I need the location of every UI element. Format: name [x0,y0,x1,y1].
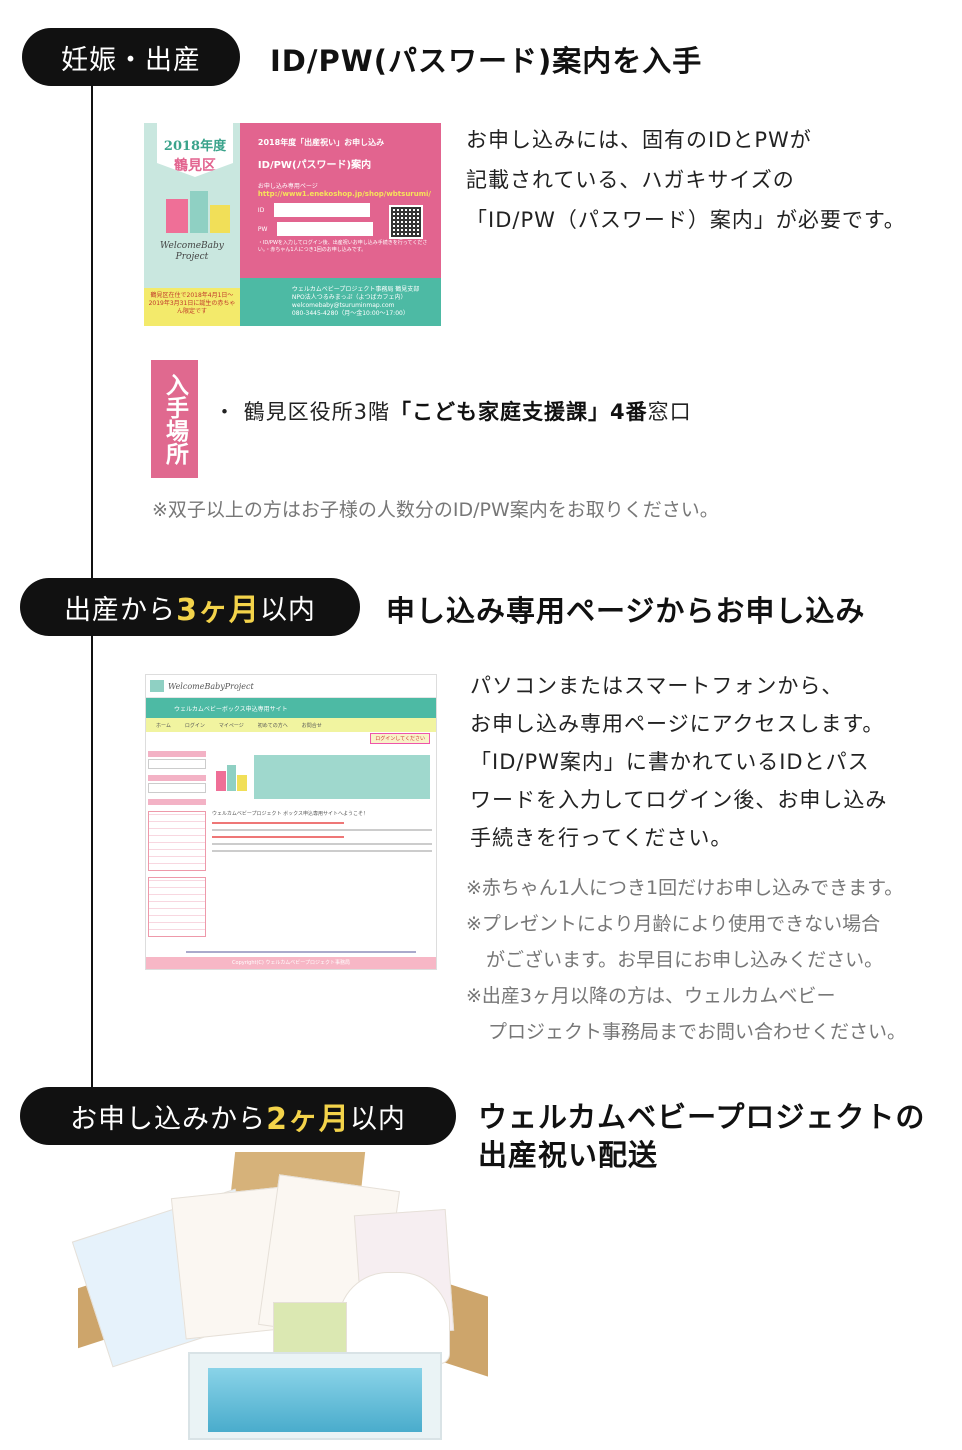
card-subtitle: 2018年度「出産祝い」お申し込み [257,138,385,147]
card-title: ID/PW(パスワード)案内 [257,160,372,171]
location-label-box: 入手場所 [151,360,198,478]
card-url: http://www1.enekoshop.jp/shop/wbtsurumi/ [257,190,431,198]
box-front [188,1352,442,1440]
step2-description: パソコンまたはスマートフォンから、 お申し込み専用ページにアクセスします。 「I… [470,674,888,850]
step3-pill-highlight: 2ヶ月 [266,1102,350,1137]
website-screenshot: WelcomeBabyProject ウェルカムベビーボックス申込専用サイト ホ… [145,674,437,970]
qr-code-icon [389,205,423,239]
card-id-field: ID [258,203,431,217]
step1-note: ※双子以上の方はお子様の人数分のID/PW案内をお取りください。 [152,499,719,521]
site-banner: ウェルカムベビーボックス申込専用サイト [146,698,436,718]
card-eligibility: 鶴見区在住で2018年4月1日〜2019年3月31日に誕生の赤ちゃん限定です [144,288,240,326]
card-contact: ウェルカムベビープロジェクト事務局 鶴見支部 NPO法人つるみまっぷ（よつばカフ… [239,278,441,326]
site-sidebar [148,745,206,937]
card-notes: ・ID/PWを入力してログイン後、出産祝いお申し込み手続きを行ってください。・赤… [257,240,428,253]
location-label: 入手場所 [161,373,188,465]
site-logo: WelcomeBabyProject [168,681,254,691]
site-info-banner [254,755,430,799]
step1-heading: ID/PW(パスワード)案内を入手 [270,44,703,78]
card-logo: WelcomeBaby Project [160,241,224,262]
location-text: ・ 鶴見区役所3階「こども家庭支援課」4番窓口 [214,400,692,424]
site-logo-icon [150,680,164,692]
card-page-label: お申し込み専用ページ [257,183,318,190]
step2-heading: 申し込み専用ページからお申し込み [386,594,866,628]
site-nav: ホーム ログイン マイページ 初めての方へ お問合せ [146,718,436,732]
site-gift-icon [214,755,250,799]
card-right-panel: 2018年度「出産祝い」お申し込み ID/PW(パスワード)案内 お申し込み専用… [239,123,441,326]
step2-notes: ※赤ちゃん1人につき1回だけお申し込みできます。 ※プレゼントにより月齢により使… [466,877,907,1043]
card-ward: 鶴見区 [174,158,216,174]
step1-description: お申し込みには、固有のIDとPWが 記載されている、ハガキサイズの 「ID/PW… [466,128,906,232]
site-content: ウェルカムベビープロジェクト ボックス申込専用サイトへようこそ！ [212,805,432,852]
step3-heading: ウェルカムベビープロジェクトの 出産祝い配送 [478,1100,926,1172]
step2-pill-highlight: 3ヶ月 [176,593,260,628]
card-year: 2018年度 [163,139,227,154]
gift-box-image [68,1152,498,1444]
step1-pill: 妊娠・出産 [22,28,240,86]
card-left-panel: 2018年度 鶴見区 WelcomeBaby Project 鶴見区在住で201… [144,123,240,326]
site-footer: Copyright(C) ウェルカムベビープロジェクト事務局 [146,957,436,969]
step1-pill-label: 妊娠・出産 [61,44,201,76]
card-pw-field: PW [258,222,431,236]
site-login-button: ログインしてください [370,733,430,744]
id-pw-card-image: 2018年度 鶴見区 WelcomeBaby Project 鶴見区在住で201… [144,123,441,326]
gift-boxes-icon [166,191,232,233]
card-pennant: 2018年度 鶴見区 [157,123,233,177]
